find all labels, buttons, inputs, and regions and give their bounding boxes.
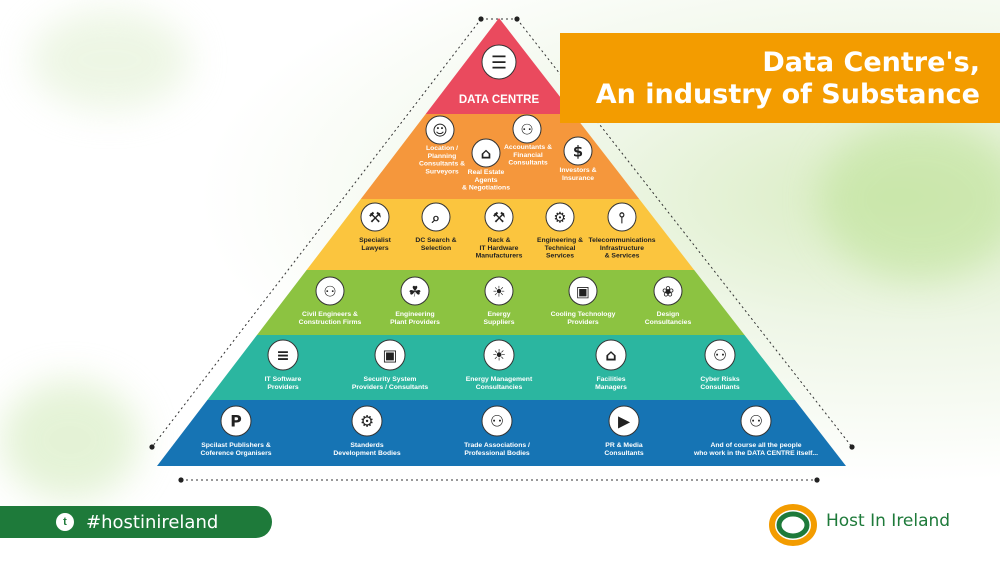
svg-text:▣: ▣ xyxy=(576,283,590,300)
gear-cycle-icon: ⚙ xyxy=(351,405,383,437)
plant-icon: ☘ xyxy=(400,276,430,306)
group-icon: ⚇ xyxy=(740,405,772,437)
tier2-item-1-label: DC Search &Selection xyxy=(415,237,456,252)
brand-name: Host In Ireland xyxy=(826,511,951,531)
tier5-item-2-label: Trade Associations /Professional Bodies xyxy=(464,442,530,457)
svg-text:⚙: ⚙ xyxy=(360,412,374,431)
energy-icon: ☀ xyxy=(484,276,514,306)
tools-icon: ⚒ xyxy=(484,202,514,232)
publisher-icon: P xyxy=(220,405,252,437)
pyramid-tier-2 xyxy=(306,199,695,270)
person-icon: ⚇ xyxy=(481,405,513,437)
guide-dot xyxy=(514,16,520,22)
background-leaf xyxy=(820,120,1000,280)
monitor-icon: ▣ xyxy=(568,276,598,306)
svg-text:⚇: ⚇ xyxy=(713,346,727,365)
money-hand-icon: $ xyxy=(563,136,593,166)
host-in-ireland-ring-logo xyxy=(769,504,817,546)
svg-text:☺: ☺ xyxy=(432,122,447,139)
background-leaf xyxy=(30,10,190,110)
house-icon: ⌂ xyxy=(471,138,501,168)
lightbulb-icon: ☀ xyxy=(483,339,515,371)
svg-text:▣: ▣ xyxy=(383,346,398,365)
svg-text:☰: ☰ xyxy=(491,52,507,73)
video-camera-icon: ▶ xyxy=(608,405,640,437)
meeting-icon: ☺ xyxy=(425,115,455,145)
svg-text:≡: ≡ xyxy=(276,346,289,365)
twitter-bar: t #hostinireland xyxy=(0,506,272,538)
guide-dot xyxy=(478,16,484,22)
tier3-item-0-label: Civil Engineers &Construction Firms xyxy=(299,311,362,326)
banner-title-line2: An industry of Substance xyxy=(595,79,980,110)
twitter-handle[interactable]: #hostinireland xyxy=(86,512,219,533)
guide-dot xyxy=(149,444,155,450)
home-icon: ⌂ xyxy=(595,339,627,371)
svg-text:▶: ▶ xyxy=(618,412,631,431)
twitter-bird-icon: t xyxy=(56,513,74,531)
background-leaf xyxy=(0,380,140,500)
svg-text:☀: ☀ xyxy=(492,283,505,300)
svg-text:☘: ☘ xyxy=(408,283,421,300)
svg-text:⚇: ⚇ xyxy=(490,412,504,431)
gavel-icon: ⚒ xyxy=(360,202,390,232)
magnifier-icon: ⌕ xyxy=(421,202,451,232)
svg-text:⌕: ⌕ xyxy=(431,209,440,226)
svg-text:⚇: ⚇ xyxy=(520,121,533,138)
guide-dot xyxy=(849,444,855,450)
svg-text:❀: ❀ xyxy=(662,283,674,300)
tier1-item-3-label: Investors &Insurance xyxy=(559,167,596,182)
palette-icon: ❀ xyxy=(653,276,683,306)
svg-text:⚒: ⚒ xyxy=(492,209,505,226)
host-in-ireland-brand: Host In Ireland xyxy=(768,503,968,547)
server-rack-icon: ☰ xyxy=(481,44,517,80)
database-icon: ≡ xyxy=(267,339,299,371)
antenna-icon: ⫯ xyxy=(607,202,637,232)
desk-worker-icon: ⚇ xyxy=(704,339,736,371)
svg-text:⌂: ⌂ xyxy=(605,346,616,365)
svg-text:⚇: ⚇ xyxy=(323,283,336,300)
svg-text:P: P xyxy=(230,412,242,431)
svg-text:⚇: ⚇ xyxy=(749,412,763,431)
accountant-icon: ⚇ xyxy=(512,114,542,144)
padlock-icon: ▣ xyxy=(374,339,406,371)
svg-text:⫯: ⫯ xyxy=(618,209,626,226)
engineer-icon: ⚇ xyxy=(315,276,345,306)
robot-arm-icon: ⚙ xyxy=(545,202,575,232)
guide-dot xyxy=(814,477,820,483)
svg-text:⚙: ⚙ xyxy=(553,209,566,226)
svg-text:⌂: ⌂ xyxy=(481,145,492,162)
svg-text:☀: ☀ xyxy=(492,346,506,365)
data-centre-label: DATA CENTRE xyxy=(459,94,540,106)
svg-text:⚒: ⚒ xyxy=(368,209,381,226)
tier5-item-0-label: Spcilast Publishers &Coference Organiser… xyxy=(200,442,271,457)
title-banner: Data Centre's, An industry of Substance xyxy=(560,33,1000,123)
guide-dot xyxy=(178,477,184,483)
svg-text:$: $ xyxy=(573,143,583,160)
banner-title-line1: Data Centre's, xyxy=(762,47,980,78)
